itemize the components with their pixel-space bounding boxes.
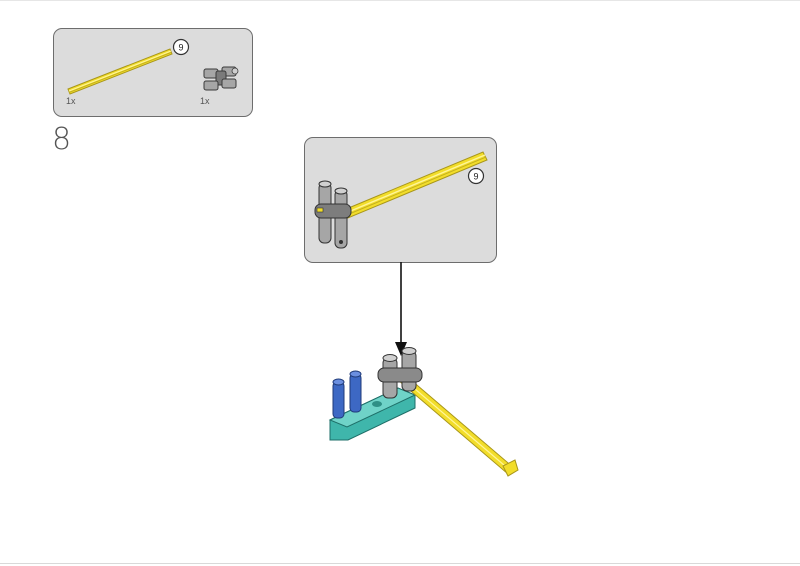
subassembly-callout: 9 bbox=[304, 137, 497, 263]
connector-quantity: 1x bbox=[200, 96, 210, 106]
axle-quantity: 1x bbox=[66, 96, 76, 106]
blue-pegs bbox=[332, 370, 362, 419]
mounted-gray-connector bbox=[377, 347, 423, 399]
callout-length-badge: 9 bbox=[467, 167, 485, 185]
bottom-rule bbox=[0, 563, 800, 564]
subassembly-illustration: 9 bbox=[314, 151, 488, 249]
step-number: 8 bbox=[52, 122, 72, 157]
axle-length-label: 9 bbox=[178, 43, 183, 53]
yellow-axle-part bbox=[67, 48, 173, 95]
callout-length-label: 9 bbox=[473, 172, 478, 182]
teal-beam bbox=[328, 387, 417, 441]
mounted-yellow-axle bbox=[397, 373, 519, 477]
placement-arrow bbox=[395, 262, 407, 356]
callout-gray-connector bbox=[314, 180, 352, 249]
callout-yellow-axle bbox=[338, 151, 488, 221]
parts-list-illustration: 9 bbox=[67, 38, 239, 95]
top-rule bbox=[0, 0, 800, 1]
gray-connector-part bbox=[203, 66, 239, 91]
axle-length-badge: 9 bbox=[172, 38, 190, 56]
parts-list-panel: 9 1x 1x bbox=[53, 28, 253, 117]
